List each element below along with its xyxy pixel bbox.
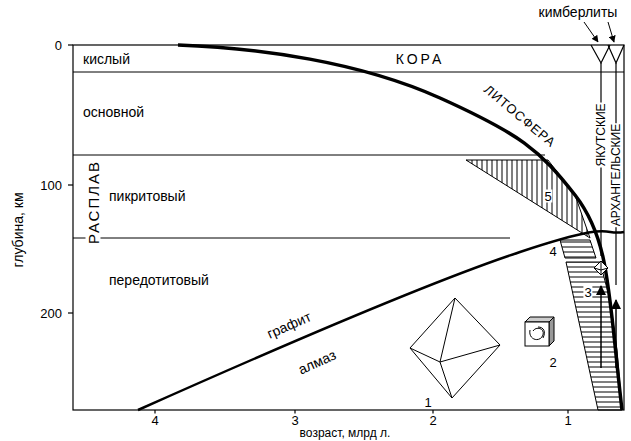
axis-tick-label: 3 — [290, 414, 299, 427]
layer-label: кислый — [82, 52, 131, 66]
lithosphere-label: ЛИТОСФЕРА — [481, 82, 559, 150]
axis-tick-label: 1 — [563, 414, 572, 427]
crust-label: КОРА — [395, 52, 446, 66]
axis-title: глубина, км — [11, 191, 25, 268]
kimberlite-title: кимберлиты — [538, 5, 619, 19]
melt-label: РАСПЛАВ — [86, 159, 101, 245]
hatched-region — [466, 160, 590, 238]
axis-ticks — [68, 45, 568, 414]
octahedron-crystal — [410, 298, 500, 398]
axis-tick-label: 200 — [39, 307, 63, 320]
layer-label: основной — [82, 105, 145, 119]
axis-title: возраст, млрд л. — [299, 427, 392, 439]
layer-label: пикритовый — [108, 189, 187, 203]
graphite-diamond-line — [138, 231, 624, 410]
axis-tick-label: 100 — [39, 179, 63, 192]
callout-number: 2 — [548, 356, 557, 369]
callout-number: 1 — [423, 396, 432, 409]
axis-tick-label: 2 — [428, 414, 437, 427]
lithosphere-curve — [178, 45, 622, 410]
axis-tick-label: 0 — [54, 39, 63, 52]
hatched-region — [560, 240, 596, 258]
callout-number: 4 — [548, 245, 557, 258]
phase-label: алмаз — [295, 347, 339, 377]
callout-number: 5 — [543, 190, 552, 203]
kimberlite-pipe — [591, 45, 624, 285]
callout-number: 3 — [583, 286, 592, 299]
layer-label: передотитовый — [108, 273, 210, 287]
axis-tick-label: 4 — [150, 414, 159, 427]
kimberlite-label: АРХАНГЕЛЬСКИЕ — [610, 123, 622, 227]
plot-frame — [73, 45, 624, 410]
cube-crystal — [525, 317, 554, 346]
kimberlite-label: ЯКУТСКИЕ — [595, 102, 607, 167]
phase-label: графит — [264, 309, 314, 341]
small-crystal — [594, 261, 608, 275]
